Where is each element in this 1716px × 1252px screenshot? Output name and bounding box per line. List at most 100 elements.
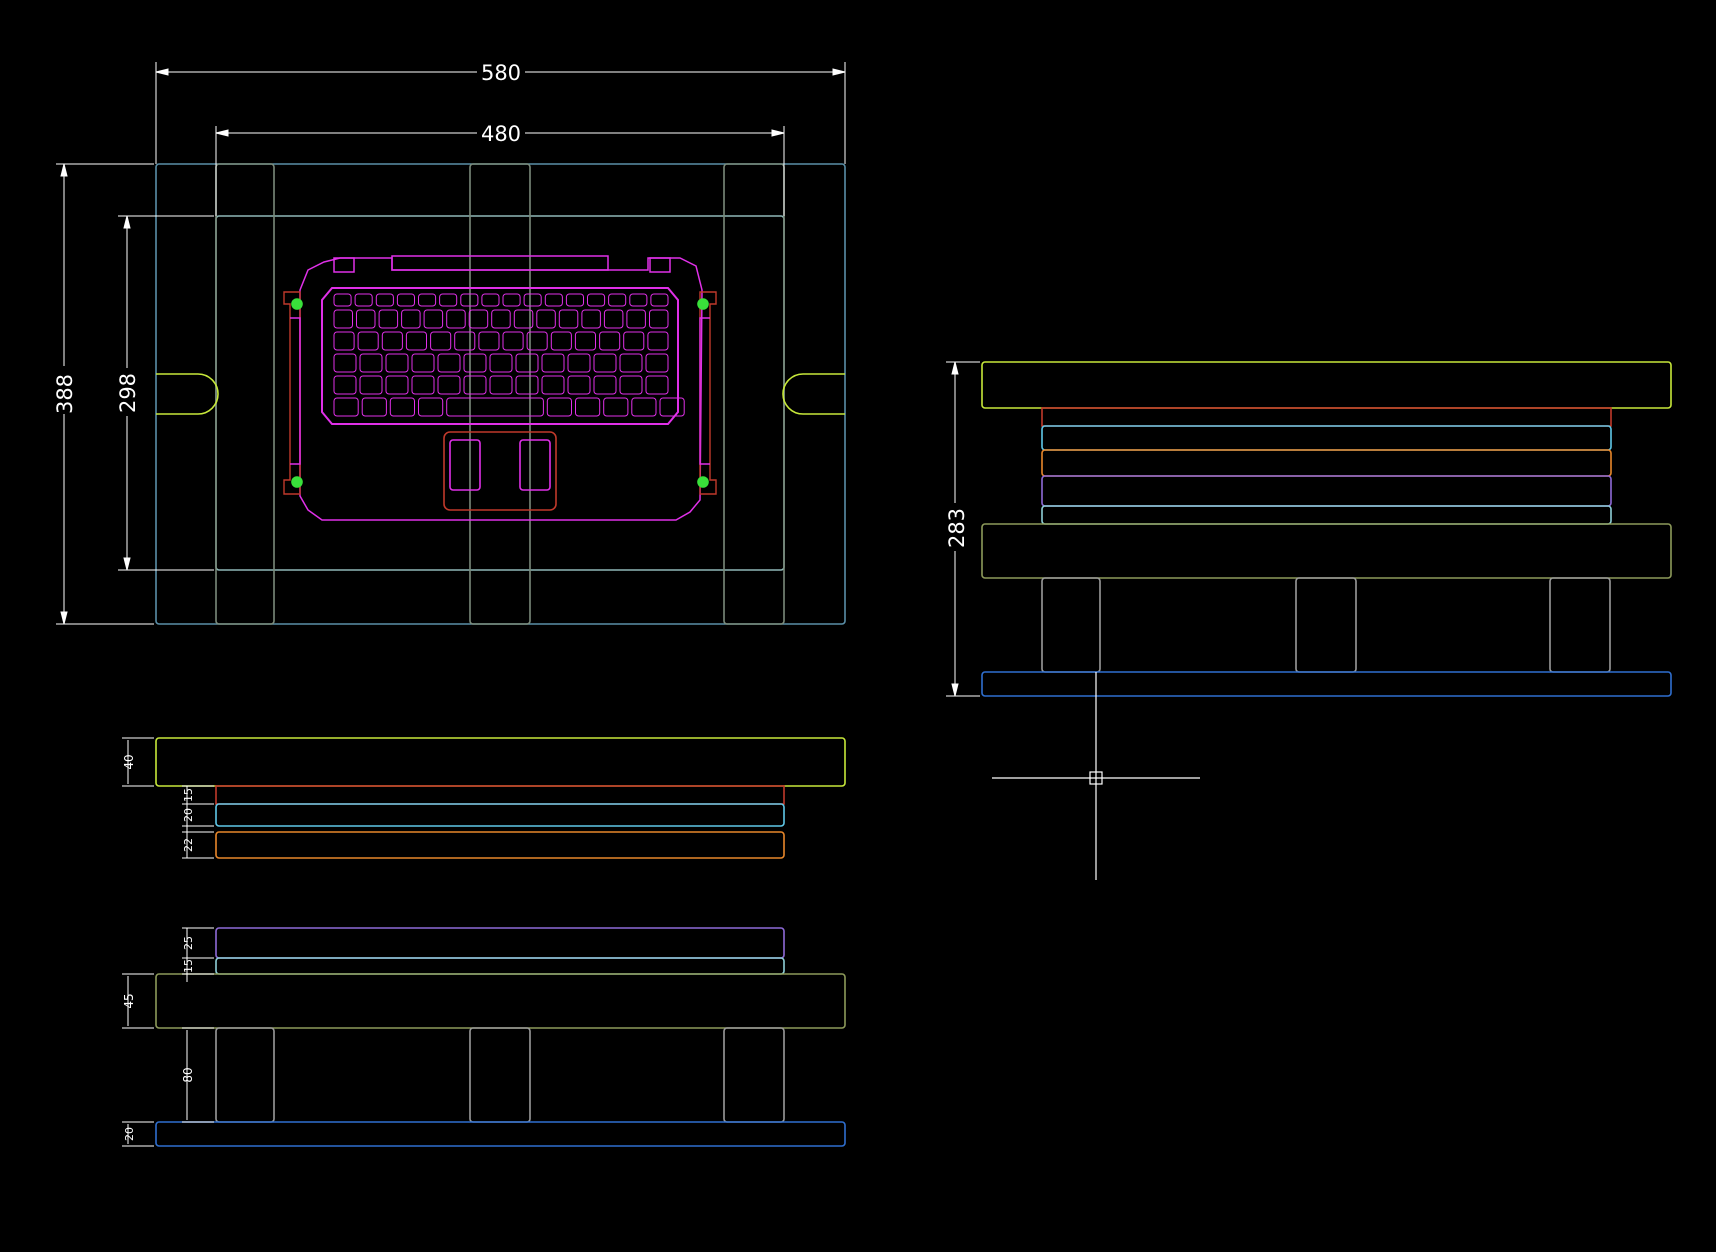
stack-cyan-plate [215,803,785,827]
keyboard-key [454,331,476,351]
locating-pin-top-left [291,298,303,310]
keyboard-key [354,293,373,307]
keyboard-key [623,331,645,351]
keyboard-key [378,309,399,329]
keyboard-key [446,309,466,329]
keyboard-key [608,293,627,307]
top-view [155,163,846,625]
keyboard-key [645,353,669,373]
keyboard-key [491,309,511,329]
keyboard-key [629,293,648,307]
keyboard-key [437,353,461,373]
keyboard-key [411,353,435,373]
keyboard-key [359,375,383,395]
keyboard-key [649,309,669,329]
left-notch [156,373,219,415]
keyboard-key [401,309,421,329]
right-rail [723,163,785,625]
keyboard-key [650,293,669,307]
dim-inner-height: 298 [116,373,140,413]
keyboard-key [544,293,563,307]
left-rail [215,163,275,625]
keyboard-key [405,331,427,351]
keyboard-key [418,397,444,417]
keyboard-key [587,293,606,307]
keyboard-key [599,331,621,351]
locating-pin-bottom-left [291,476,303,488]
keyboard-key [593,375,617,395]
keyboard-key [333,375,357,395]
keyboard-key [581,309,601,329]
keyboard-key [439,293,458,307]
keyboard-key [463,353,487,373]
keyboard-key [489,353,513,373]
keyboard-key [385,353,409,373]
keyboard-key [463,375,487,395]
hinge-left [333,257,355,273]
dim-overall-width: 580 [481,61,521,85]
stack-lower-dimensions [122,927,214,1147]
keyboard-key [502,293,521,307]
side-view [981,361,1672,697]
keyboard-key [389,397,415,417]
keyboard-key [558,309,579,329]
keyboard-key [502,331,524,351]
keyboard-key [489,375,513,395]
dim-stack-base: 20 [123,1127,136,1141]
stack-orange-plate [215,831,785,859]
dim-stack-plate4: 22 [182,838,195,852]
keyboard-key [361,397,387,417]
keyboard-key [423,309,444,329]
keyboard-key [430,331,452,351]
keyboard-key [567,375,591,395]
keyboard-key [603,397,629,417]
touchpad-right-button [519,439,551,491]
keyboard-key [647,331,669,351]
dim-total-height-bg [943,503,967,551]
keyboard-key [575,397,601,417]
hinge-right [649,257,671,273]
keyboard-frame [321,287,679,425]
left-side-clamp [283,291,301,495]
keyboard-key [357,331,379,351]
keyboard-key [333,353,357,373]
keyboard-key [515,375,539,395]
keyboard-key [526,331,548,351]
keyboard-key [550,331,572,351]
dim-stack-support: 80 [181,1067,195,1082]
stack-view-lower [155,927,846,1147]
keyboard-key [356,309,376,329]
keyboard-key [411,375,435,395]
keyboard-key [515,353,539,373]
keyboard-key [396,293,415,307]
dim-total-height: 283 [945,508,969,548]
locating-pin-bottom-right [697,476,709,488]
keyboard-key [385,375,409,395]
keyboard-key [619,353,643,373]
keyboard-key [359,353,383,373]
keyboard-key [333,397,359,417]
dim-stack-plate5: 25 [182,936,195,950]
keyboard-key [333,309,353,329]
keyboard-key [631,397,657,417]
keyboard-key [333,293,352,307]
right-notch [782,373,845,415]
keyboard-key [381,331,403,351]
keyboard-key [460,293,479,307]
keyboard-key [481,293,500,307]
keyboard-key [541,353,565,373]
keyboard-key [541,375,565,395]
touchpad-left-button [449,439,481,491]
keyboard-key [418,293,437,307]
keyboard-key [478,331,500,351]
keyboard-key [536,309,556,329]
keyboard-key [523,293,542,307]
stack-view-upper [155,737,846,859]
keyboard-key [333,331,355,351]
keyboard-key [565,293,585,307]
dim-stack-plate2: 15 [182,788,195,802]
laptop-topcase-part [299,255,703,521]
keyboard-keys [333,293,685,417]
